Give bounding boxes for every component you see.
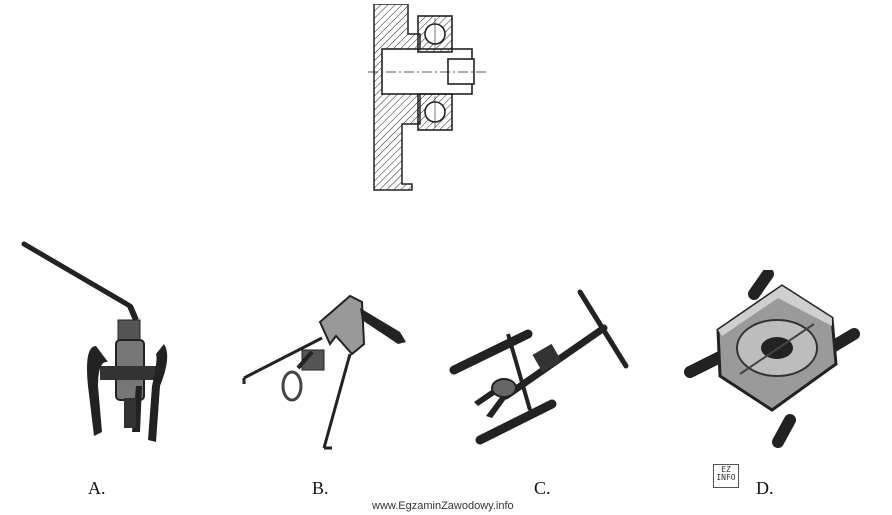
option-b-internal-puller-image [240, 290, 412, 452]
option-a-label: A. [88, 478, 106, 498]
option-c-mechanical-puller-image [446, 284, 636, 452]
option-c-label: C. [534, 478, 551, 498]
footer-site-url: www.EgzaminZawodowy.info [372, 500, 514, 512]
option-d-label: D. [756, 478, 774, 498]
bearing-assembly-drawing [360, 4, 500, 194]
option-d-bearing-separator-image [682, 270, 862, 452]
option-a-hydraulic-puller-image [18, 236, 178, 452]
option-b-label: B. [312, 478, 329, 498]
